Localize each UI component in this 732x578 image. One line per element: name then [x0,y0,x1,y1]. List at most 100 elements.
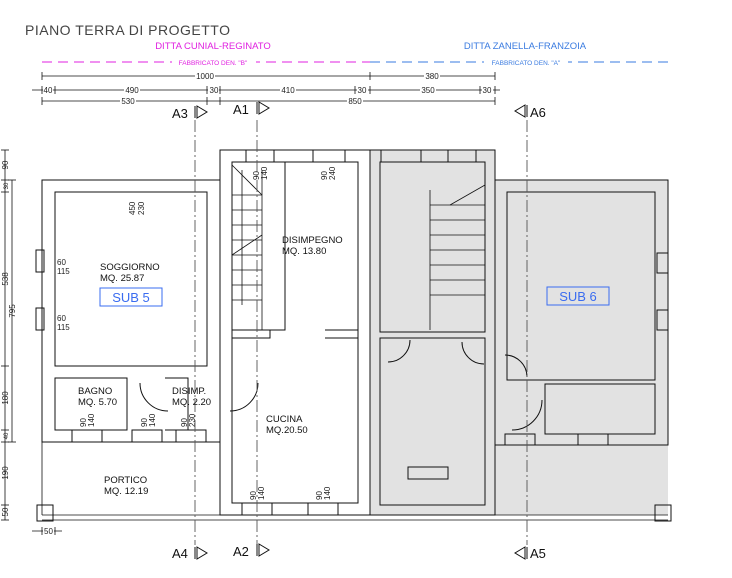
room-name: DISIMP. [172,386,206,397]
opening-width: 60 [57,314,66,323]
building-b-extent: FABBRICATO DEN. "B" [42,57,370,67]
dim-label: 30 [358,86,367,95]
dimension-row-1: 1000 380 [41,71,496,81]
room-area: MQ. 12.19 [104,486,148,497]
section-arrow-icon [514,104,528,118]
unit-label: SUB 6 [559,289,597,304]
dim-label: 538 [1,272,10,286]
section-arrow-icon [194,105,208,119]
window [407,466,449,480]
section-a5-label: A5 [530,546,546,561]
dim-label: 30 [210,86,219,95]
opening-width: 90 [140,418,149,427]
opening-height: 140 [323,486,332,500]
dim-label: 90 [1,160,10,169]
dimension-row-2: 40 490 30 410 30 350 30 [32,85,500,95]
room-area: MQ. 13.80 [282,246,326,257]
window [131,429,163,443]
section-a1-label: A1 [233,102,249,117]
room-name: SOGGIORNO [100,262,160,273]
room-cucina: CUCINA MQ.20.50 [266,414,308,436]
opening-height: 230 [137,201,146,215]
opening-width: 90 [249,491,258,500]
room-portico: PORTICO MQ. 12.19 [104,475,148,497]
unit-label: SUB 5 [112,290,150,305]
opening-width: 60 [57,258,66,267]
owner-a-label: DITTA ZANELLA-FRANZOIA [464,41,587,52]
opening-dimensions: 450 230 60 115 60 115 90 140 90 140 90 2… [57,166,337,500]
column [36,504,54,522]
opening-width: 90 [315,491,324,500]
dim-label: 410 [281,86,295,95]
dim-label: 380 [425,72,439,81]
window [312,149,346,163]
opening-height: 240 [328,166,337,180]
room-name: CUCINA [266,414,303,425]
window [504,433,536,446]
building-a-extent: FABBRICATO DEN. "A" [370,57,668,67]
window [656,252,669,274]
section-a4-label: A4 [172,546,188,561]
opening-height: 140 [87,413,96,427]
section-arrow-icon [514,546,528,560]
column [654,504,672,522]
room-name: DISIMPEGNO [282,235,343,246]
opening-width: 450 [128,201,137,215]
section-markers: A3 A1 A6 A4 A2 A5 [172,101,546,561]
dim-label: 40 [4,432,10,439]
window [656,309,669,331]
dim-label: 530 [121,97,135,106]
walls [35,149,672,522]
opening-height: 140 [260,166,269,180]
room-area: MQ. 5.70 [78,397,117,408]
room-disimpegno: DISIMPEGNO MQ. 13.80 [282,235,343,257]
window [175,429,207,443]
dim-label: 795 [8,304,17,318]
dim-label: 190 [1,466,10,480]
section-arrow-icon [256,101,270,115]
owner-b-label: DITTA CUNIAL-REGINATO [155,41,271,52]
window [307,502,339,516]
building-a-label: FABBRICATO DEN. "A" [492,60,561,67]
room-area: MQ. 25.87 [100,273,144,284]
dim-label: 40 [44,86,53,95]
opening-width: 90 [320,171,329,180]
opening-height: 115 [57,267,70,276]
window [71,429,103,443]
window [35,249,45,273]
dim-label: 180 [1,391,10,405]
window [577,433,609,446]
unit-sub5: SUB 5 [99,287,163,307]
section-arrow-icon [194,546,208,560]
section-a3-label: A3 [172,106,188,121]
section-a6-label: A6 [530,105,546,120]
section-lines [194,120,528,545]
room-area: MQ.20.50 [266,425,308,436]
room-name: BAGNO [78,386,112,397]
opening-width: 90 [79,418,88,427]
room-disimp: DISIMP. MQ. 2.20 [172,386,211,408]
opening-width: 90 [180,418,189,427]
dim-label: 850 [348,97,362,106]
room-area: MQ. 2.20 [172,397,211,408]
dim-label: 490 [125,86,139,95]
dim-label: 30 [483,86,492,95]
opening-height: 115 [57,323,70,332]
plan-title: PIANO TERRA DI PROGETTO [25,22,230,38]
dim-label: 50 [1,507,10,516]
left-dimensions: 90 30 538 180 40 190 50 795 50 [1,149,62,536]
window [245,149,275,163]
opening-height: 140 [148,413,157,427]
room-soggiorno: SOGGIORNO MQ. 25.87 [100,262,160,284]
room-name: PORTICO [104,475,147,486]
dim-label: 30 [4,182,10,189]
room-bagno: BAGNO MQ. 5.70 [78,386,117,408]
dimension-row-3: 530 30 850 [41,96,496,106]
section-arrow-icon [256,543,270,557]
unit-sub6: SUB 6 [546,286,610,306]
staircase [429,184,486,330]
section-a2-label: A2 [233,544,249,559]
opening-height: 140 [257,486,266,500]
window [35,307,45,331]
